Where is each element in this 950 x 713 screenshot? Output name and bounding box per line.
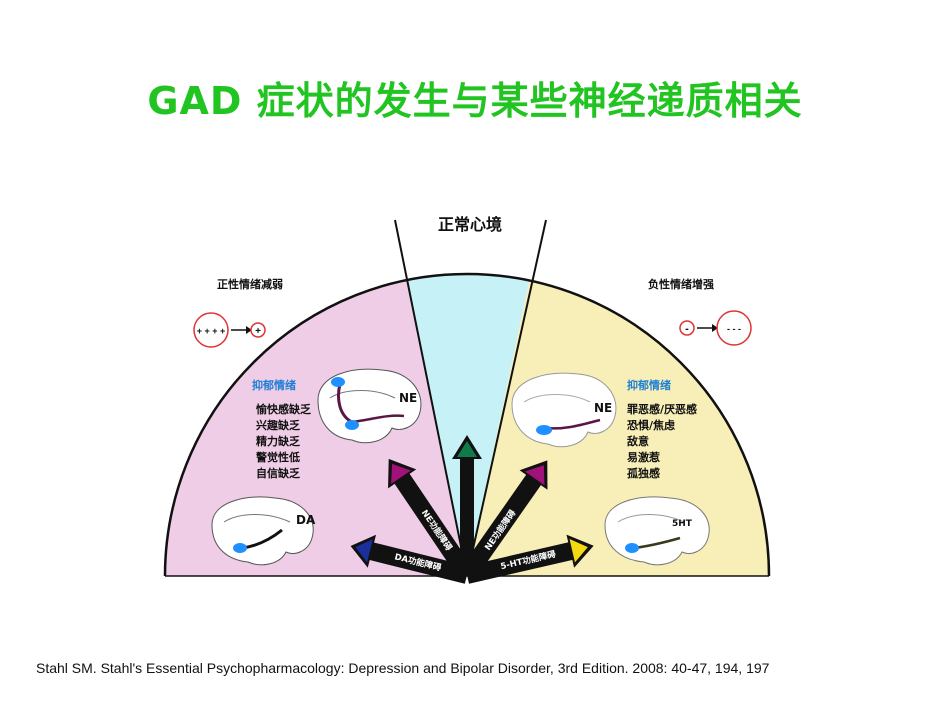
left-symptom: 兴趣缺乏 xyxy=(256,418,300,432)
arrow-da xyxy=(350,534,470,584)
semicircle-outline xyxy=(163,272,771,577)
divider-left xyxy=(394,219,468,577)
normal-mood-label: 正常心境 xyxy=(438,215,502,234)
left-header: 正性情绪减弱 xyxy=(217,277,283,291)
divider-right xyxy=(466,219,547,577)
left-badge-after xyxy=(250,322,266,338)
right-symptom: 孤独感 xyxy=(627,466,660,480)
right-depressed-label: 抑郁情绪 xyxy=(627,378,671,392)
left-badge-before-text: + + + + xyxy=(197,326,226,336)
left-badge-after-text: + xyxy=(255,326,261,337)
brain-da-icon xyxy=(211,496,314,566)
right-symptom: 敌意 xyxy=(627,434,649,448)
citation: Stahl SM. Stahl's Essential Psychopharma… xyxy=(36,660,770,676)
right-symptom: 罪恶感/厌恶感 xyxy=(627,402,697,416)
arrow-5ht xyxy=(464,534,594,584)
left-badge-arrow-icon xyxy=(246,326,252,334)
left-symptom: 愉快感缺乏 xyxy=(256,402,311,416)
arrow-ne-right xyxy=(459,460,548,581)
brain-ne-left-icon xyxy=(317,368,422,444)
left-symptom: 精力缺乏 xyxy=(256,434,300,448)
brain-ne-left-label: NE xyxy=(399,391,417,405)
brain-5ht-label: 5HT xyxy=(672,519,693,529)
right-symptom: 恐惧/焦虑 xyxy=(627,418,675,432)
right-badge-after xyxy=(716,310,752,346)
left-symptom: 自信缺乏 xyxy=(256,466,300,480)
right-badge-after-text: - - - xyxy=(727,324,741,334)
slide-title: GAD 症状的发生与某些神经递质相关 xyxy=(147,79,803,123)
right-badge-before-text: - xyxy=(685,323,689,335)
right-header: 负性情绪增强 xyxy=(648,277,714,291)
right-symptom: 易激惹 xyxy=(627,450,660,464)
left-depressed-label: 抑郁情绪 xyxy=(252,378,296,392)
center-region xyxy=(396,274,540,576)
brain-5ht-icon xyxy=(604,496,710,566)
right-badge-arrow-icon xyxy=(712,324,718,332)
left-symptom: 警觉性低 xyxy=(255,450,300,464)
left-badge-before xyxy=(193,312,229,348)
brain-da-label: DA xyxy=(296,513,316,527)
brain-ne-right-icon xyxy=(511,372,617,448)
brain-ne-right-label: NE xyxy=(594,401,612,415)
arrow-center xyxy=(452,435,482,575)
right-badge-before xyxy=(679,320,695,336)
arrow-ne-left xyxy=(388,458,475,581)
